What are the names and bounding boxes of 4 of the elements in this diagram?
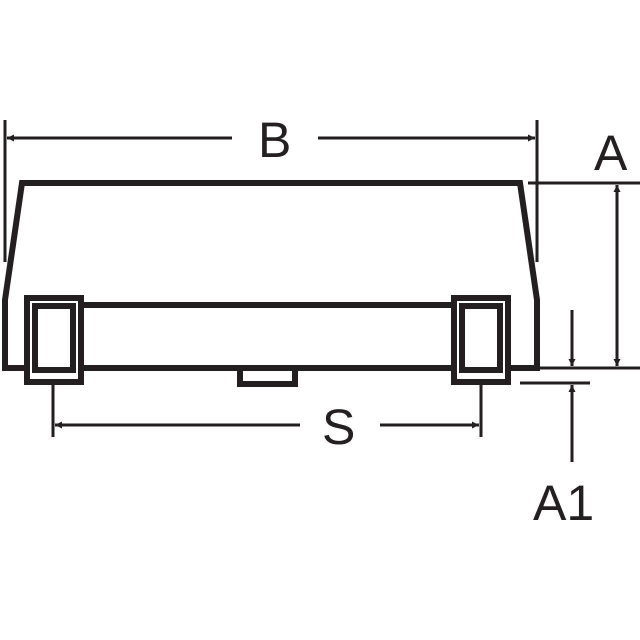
dimension-label: S: [322, 402, 356, 452]
dimension-label: B: [258, 115, 292, 165]
dimension-label: A: [594, 128, 628, 178]
dimension-label: A1: [533, 478, 594, 528]
